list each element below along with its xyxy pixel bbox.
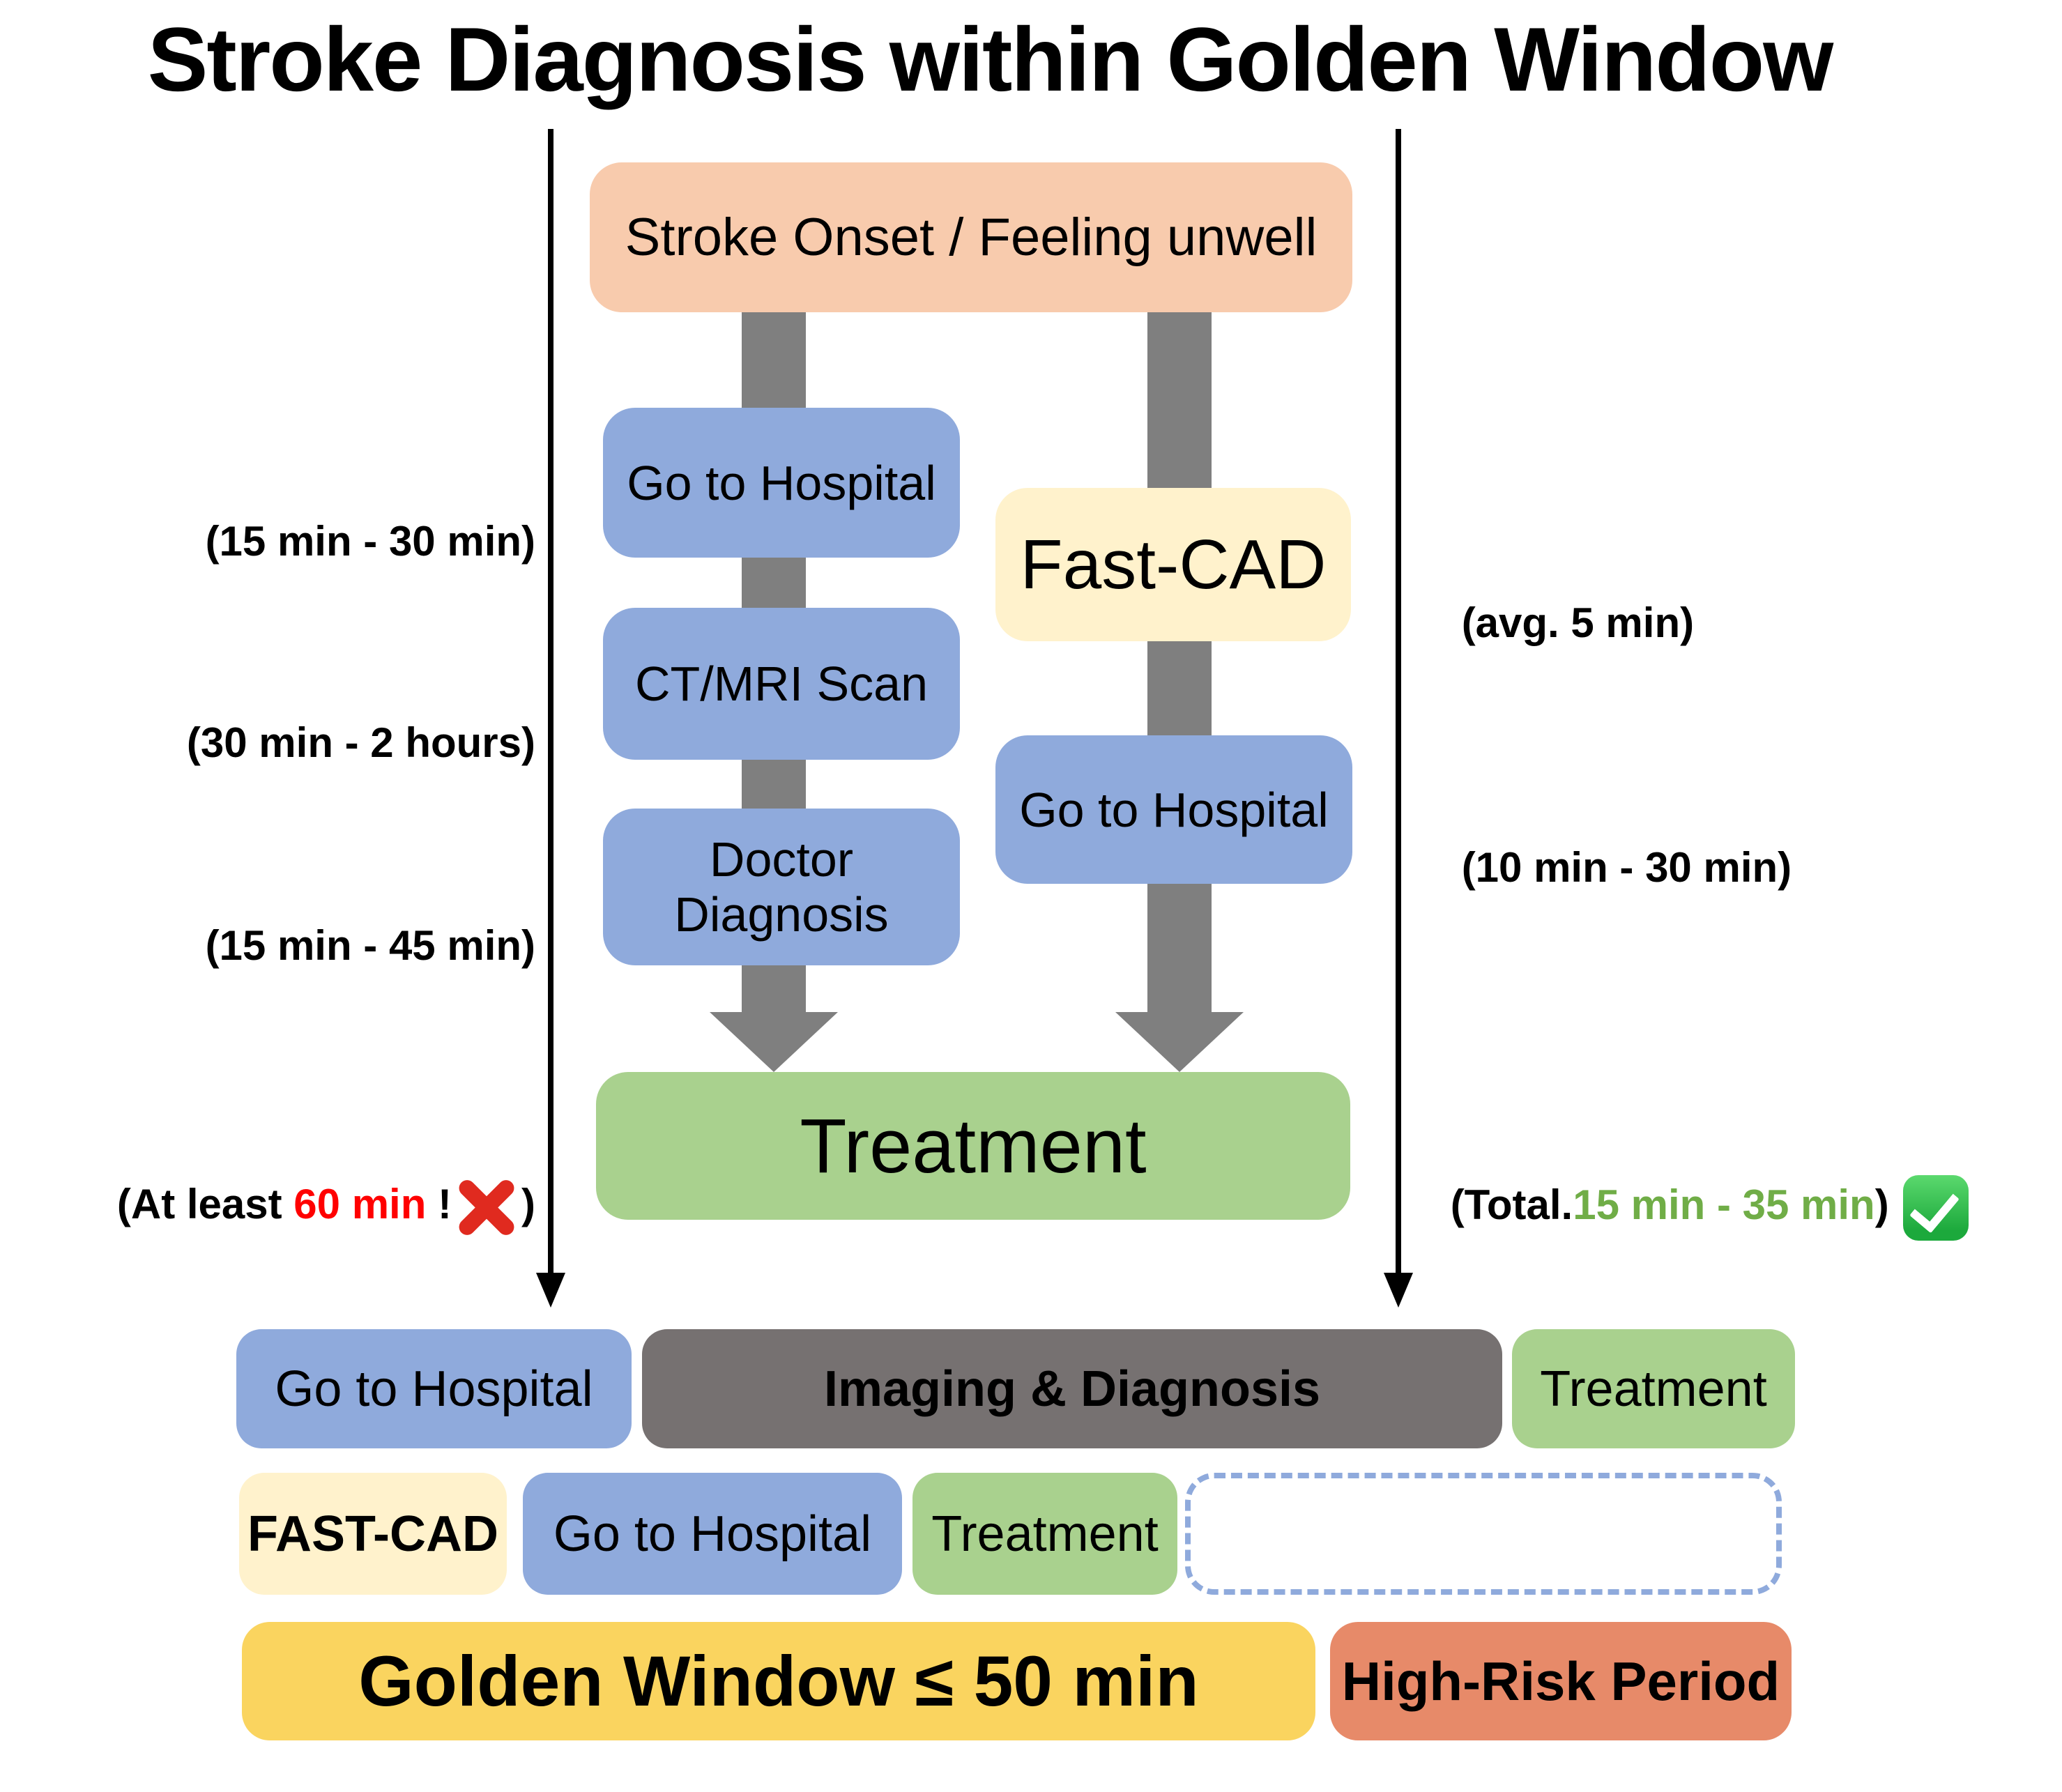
timeline-label: Imaging & Diagnosis	[823, 1361, 1321, 1417]
ctmri-time-annotation: (30 min - 2 hours)	[28, 655, 535, 831]
fast-cad-box: Fast-CAD	[995, 488, 1351, 641]
ct-mri-scan-box: CT/MRI Scan	[603, 608, 960, 760]
golden-window-label: Golden Window ≤ 50 min	[358, 1641, 1199, 1721]
high-risk-period-bar: High-Risk Period	[1330, 1622, 1792, 1740]
connector-onset-to-fastcad	[1147, 311, 1212, 489]
stroke-onset-label: Stroke Onset / Feeling unwell	[625, 208, 1318, 267]
fastcad-total-close: )	[1874, 1181, 1889, 1228]
fastcad-total-annotation: (Total.15 min - 35 min)	[1404, 1117, 2031, 1299]
doctor-diagnosis-box: Doctor Diagnosis	[603, 809, 960, 965]
go-to-hospital-left-box: Go to Hospital	[603, 408, 960, 558]
ct-mri-scan-label: CT/MRI Scan	[634, 657, 929, 711]
treatment-box: Treatment	[596, 1072, 1350, 1220]
fastcad-time-text: (avg. 5 min)	[1461, 599, 1695, 646]
hospital-total-close: )	[521, 1181, 535, 1227]
timeline-standard-imaging-diagnosis: Imaging & Diagnosis	[642, 1329, 1502, 1448]
fastcad-total-value: 15 min - 35 min	[1573, 1181, 1875, 1228]
hospital-time-text: (15 min - 30 min)	[205, 518, 535, 565]
fastcad-time-annotation: (avg. 5 min)	[1415, 535, 2042, 711]
golden-window-bar: Golden Window ≤ 50 min	[242, 1622, 1315, 1740]
timeline-fastcad-saved-time-outline	[1185, 1473, 1782, 1595]
fastcad-total-prefix: (Total.	[1450, 1181, 1573, 1228]
arrowhead-right-to-treatment-icon	[1115, 1012, 1244, 1072]
hospital-path-arrowhead-icon	[536, 1273, 565, 1308]
doctor-time-annotation: (15 min - 45 min)	[28, 858, 535, 1034]
hospital-total-value: 60 min	[293, 1181, 427, 1227]
timeline-label: Treatment	[1540, 1361, 1767, 1417]
check-mark-icon	[1902, 1175, 1969, 1241]
hospital-time-annotation: (15 min - 30 min)	[28, 454, 535, 629]
connector-fastcad-to-hospital	[1147, 640, 1212, 737]
timeline-label: FAST-CAD	[247, 1506, 498, 1562]
treatment-label: Treatment	[800, 1103, 1147, 1189]
hospital-total-annotation: (At least 60 min !)	[28, 1117, 535, 1295]
timeline-standard-treatment: Treatment	[1512, 1329, 1795, 1448]
fast-cad-label: Fast-CAD	[1020, 525, 1327, 604]
go-to-hospital-right-box: Go to Hospital	[995, 735, 1352, 884]
connector-hospital-to-treatment-shaft	[1147, 882, 1212, 1013]
hospital-total-prefix: (At least	[116, 1181, 294, 1227]
page-title: Stroke Diagnosis within Golden Window	[147, 8, 1834, 110]
timeline-fastcad-treatment: Treatment	[912, 1473, 1177, 1595]
arrowhead-left-to-treatment-icon	[710, 1012, 838, 1072]
connector-ctmri-to-doctor	[742, 758, 806, 810]
timeline-label: Go to Hospital	[553, 1506, 872, 1562]
cross-mark-icon	[457, 1178, 516, 1236]
timeline-standard-go-to-hospital: Go to Hospital	[236, 1329, 632, 1448]
timeline-fastcad-go-to-hospital: Go to Hospital	[523, 1473, 902, 1595]
high-risk-period-label: High-Risk Period	[1341, 1650, 1780, 1712]
connector-doctor-to-treatment-shaft	[742, 964, 806, 1013]
stroke-onset-box: Stroke Onset / Feeling unwell	[590, 162, 1352, 312]
doctor-time-text: (15 min - 45 min)	[205, 922, 535, 969]
connector-onset-to-hospital	[742, 311, 806, 409]
timeline-fastcad-fastcad: FAST-CAD	[239, 1473, 507, 1595]
hospital-total-suffix: !	[426, 1181, 452, 1227]
timeline-label: Go to Hospital	[275, 1361, 593, 1417]
hospital-right-time-text: (10 min - 30 min)	[1461, 844, 1792, 891]
timeline-label: Treatment	[931, 1506, 1159, 1562]
ctmri-time-text: (30 min - 2 hours)	[186, 719, 535, 766]
doctor-diagnosis-label: Doctor Diagnosis	[674, 832, 889, 942]
hospital-path-arrow-line	[548, 129, 553, 1274]
go-to-hospital-left-label: Go to Hospital	[627, 455, 936, 510]
go-to-hospital-right-label: Go to Hospital	[1019, 782, 1329, 837]
hospital-right-time-annotation: (10 min - 30 min)	[1415, 780, 2042, 956]
fastcad-path-arrow-line	[1396, 129, 1401, 1274]
fastcad-path-arrowhead-icon	[1384, 1273, 1413, 1308]
connector-hospital-to-ctmri	[742, 556, 806, 609]
